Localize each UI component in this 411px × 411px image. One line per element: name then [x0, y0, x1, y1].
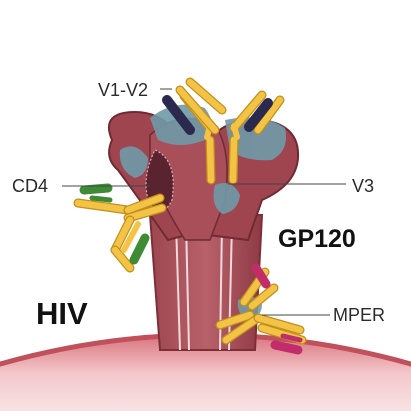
mper-antibody: [215, 263, 307, 355]
v1v2-label: V1-V2: [98, 80, 148, 100]
gp120-label: GP120: [278, 225, 356, 253]
v1v2-antibody: [162, 77, 285, 135]
hiv-label: HIV: [36, 296, 88, 331]
mper-label: MPER: [333, 305, 385, 325]
cd4-antibody: [73, 183, 167, 273]
leader-lines: [62, 88, 346, 316]
v3-label: V3: [352, 176, 374, 196]
cd4-label: CD4: [12, 176, 48, 196]
